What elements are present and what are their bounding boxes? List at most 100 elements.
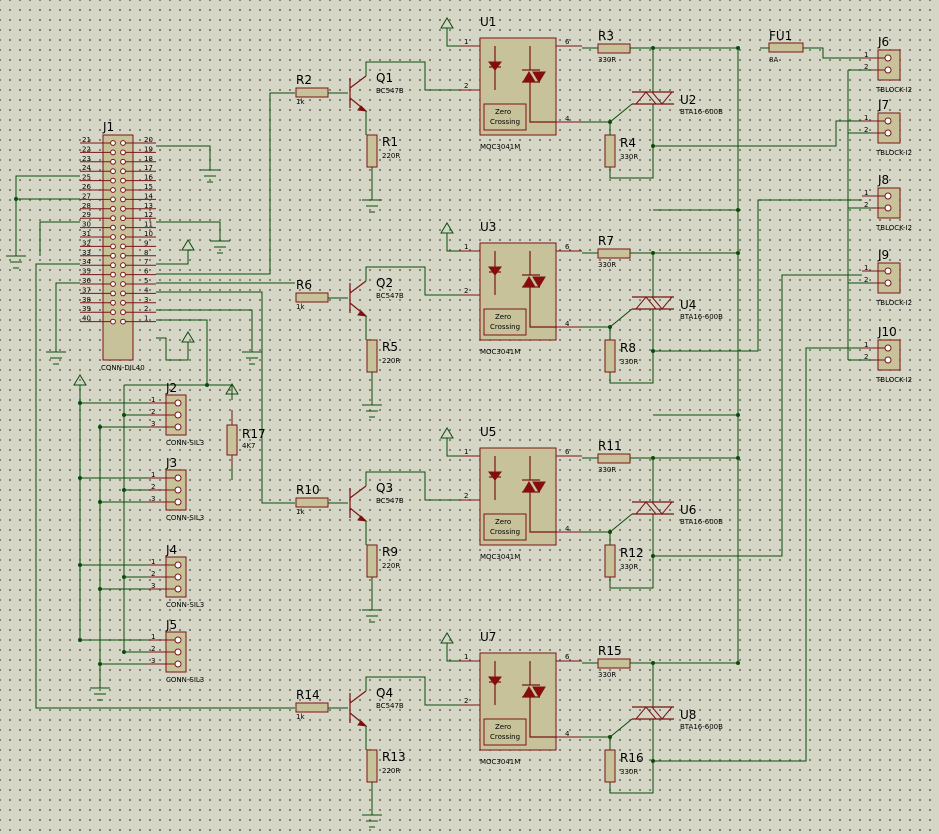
r17-value: 4K7 (242, 442, 256, 450)
triac-value: BTA16-600B (680, 313, 723, 321)
terminal-block-part: TBLOCK-I2 (875, 224, 912, 232)
gate-resistor-value: 330R (598, 466, 616, 474)
emitter-resistor-ref: R1 (382, 135, 398, 149)
j1-pin-label: 37 (82, 286, 91, 294)
zero-crossing-label: Zero (495, 313, 511, 321)
terminal-pin-label: 1 (864, 51, 868, 59)
transistor-ref: Q4 (376, 686, 393, 700)
sil3-pin-label: 1 (151, 633, 155, 641)
terminal-pin-label: 2 (864, 126, 868, 134)
transistor-ref: Q2 (376, 276, 393, 290)
channels: R21kQ1BC547BR1220R1246ZeroCrossingU1MOC3… (295, 15, 740, 828)
fuse-fu1: FU1 8A (760, 29, 872, 64)
terminal-block-part: TBLOCK-I2 (875, 149, 912, 157)
sil3-ref: J4 (165, 543, 177, 557)
sil3-ref: J5 (165, 618, 177, 632)
j1-pin-label: 23 (82, 155, 91, 163)
j1-pin-label: 4 (144, 286, 149, 294)
zero-crossing-box (483, 513, 527, 541)
j1-pin-label: 6 (144, 268, 149, 276)
opto-pin-label: 1 (464, 38, 468, 46)
terminal-pin-label: 1 (864, 189, 868, 197)
sil3-pin-label: 3 (151, 495, 155, 503)
vcc-arrow (181, 239, 195, 251)
fuse-ref: FU1 (769, 29, 792, 43)
zero-crossing-label: Crossing (490, 323, 520, 331)
relay-channel: R101kQ3BC547BR9220R1246ZeroCrossingU5MOC… (295, 425, 740, 623)
input-resistor-ref: R6 (296, 278, 312, 292)
terminal-block-part: TBLOCK-I2 (875, 299, 912, 307)
emitter-resistor (366, 544, 378, 578)
emitter-resistor (366, 749, 378, 783)
vcc-arrow (440, 17, 454, 29)
terminal-block-body (877, 262, 901, 294)
input-resistor (295, 292, 329, 303)
j1-pin-label: 8 (144, 249, 148, 257)
j1-pin-label: 32 (82, 239, 91, 247)
input-resistor-ref: R2 (296, 73, 312, 87)
sil3-pin-label: 1 (151, 396, 155, 404)
emitter-resistor-ref: R5 (382, 340, 398, 354)
relay-channel: R141kQ4BC547BR13220R1246ZeroCrossingU7MO… (295, 630, 740, 828)
sil3-connectors: J2CONN-SIL3123J3CONN-SIL3123J4CONN-SIL31… (78, 381, 204, 684)
snubber-resistor-value: 330R (620, 768, 638, 776)
j1-body (102, 134, 134, 361)
terminal-pin-label: 1 (864, 341, 868, 349)
opto-pin-label: 2 (464, 82, 468, 90)
opto-pin-label: 1 (464, 653, 468, 661)
optocoupler-value: MOC3041M (480, 553, 520, 561)
terminal-block-body (877, 49, 901, 81)
j1-pin-label: 16 (144, 174, 153, 182)
input-resistor-value: 1k (296, 713, 305, 721)
snubber-resistor-value: 330R (620, 153, 638, 161)
gnd-symbol (210, 240, 230, 254)
input-resistor (295, 702, 329, 713)
terminal-pin-label: 2 (864, 353, 868, 361)
snubber-resistor-value: 330R (620, 563, 638, 571)
opto-pin-label: 4 (565, 320, 570, 328)
input-resistor-value: 1k (296, 303, 305, 311)
emitter-resistor (366, 134, 378, 168)
j1-pin-label: 10 (144, 230, 153, 238)
j1-pin-label: 38 (82, 296, 91, 304)
vcc-arrow (440, 427, 454, 439)
terminal-block-part: TBLOCK-I2 (875, 376, 912, 384)
gate-resistor (597, 453, 631, 464)
gnd-symbol (200, 169, 220, 183)
opto-pin-label: 2 (464, 492, 468, 500)
snubber-resistor (604, 749, 616, 783)
terminal-pin-label: 1 (864, 264, 868, 272)
zero-crossing-label: Crossing (490, 118, 520, 126)
optocoupler-ref: U7 (480, 630, 496, 644)
snubber-resistor (604, 134, 616, 168)
j1-pin-label: 30 (82, 221, 91, 229)
vcc-arrow (181, 331, 195, 343)
terminal-blocks: J6TBLOCK-I212J7TBLOCK-I212J8TBLOCK-I212J… (651, 35, 912, 763)
emitter-resistor-ref: R13 (382, 750, 406, 764)
j1-pin-label: 22 (82, 145, 91, 153)
gnd-symbol (46, 351, 66, 365)
r17-body (226, 424, 238, 456)
terminal-block-ref: J8 (877, 173, 889, 187)
zero-crossing-label: Zero (495, 108, 511, 116)
emitter-resistor (366, 339, 378, 373)
vcc-arrow (440, 632, 454, 644)
r17-ref: R17 (242, 427, 266, 441)
transistor-symbol (349, 690, 367, 727)
j1-pin-label: 36 (82, 277, 91, 285)
snubber-resistor-ref: R4 (620, 136, 636, 150)
j1-pin-label: 15 (144, 183, 153, 191)
transistor-symbol (349, 485, 367, 522)
zero-crossing-label: Crossing (490, 528, 520, 536)
sil3-pin-label: 2 (151, 408, 155, 416)
opto-pin-label: 1 (464, 448, 468, 456)
j1-pin-label: 1 (144, 315, 148, 323)
j1-pin-label: 2 (144, 305, 148, 313)
terminal-block-ref: J7 (877, 98, 889, 112)
